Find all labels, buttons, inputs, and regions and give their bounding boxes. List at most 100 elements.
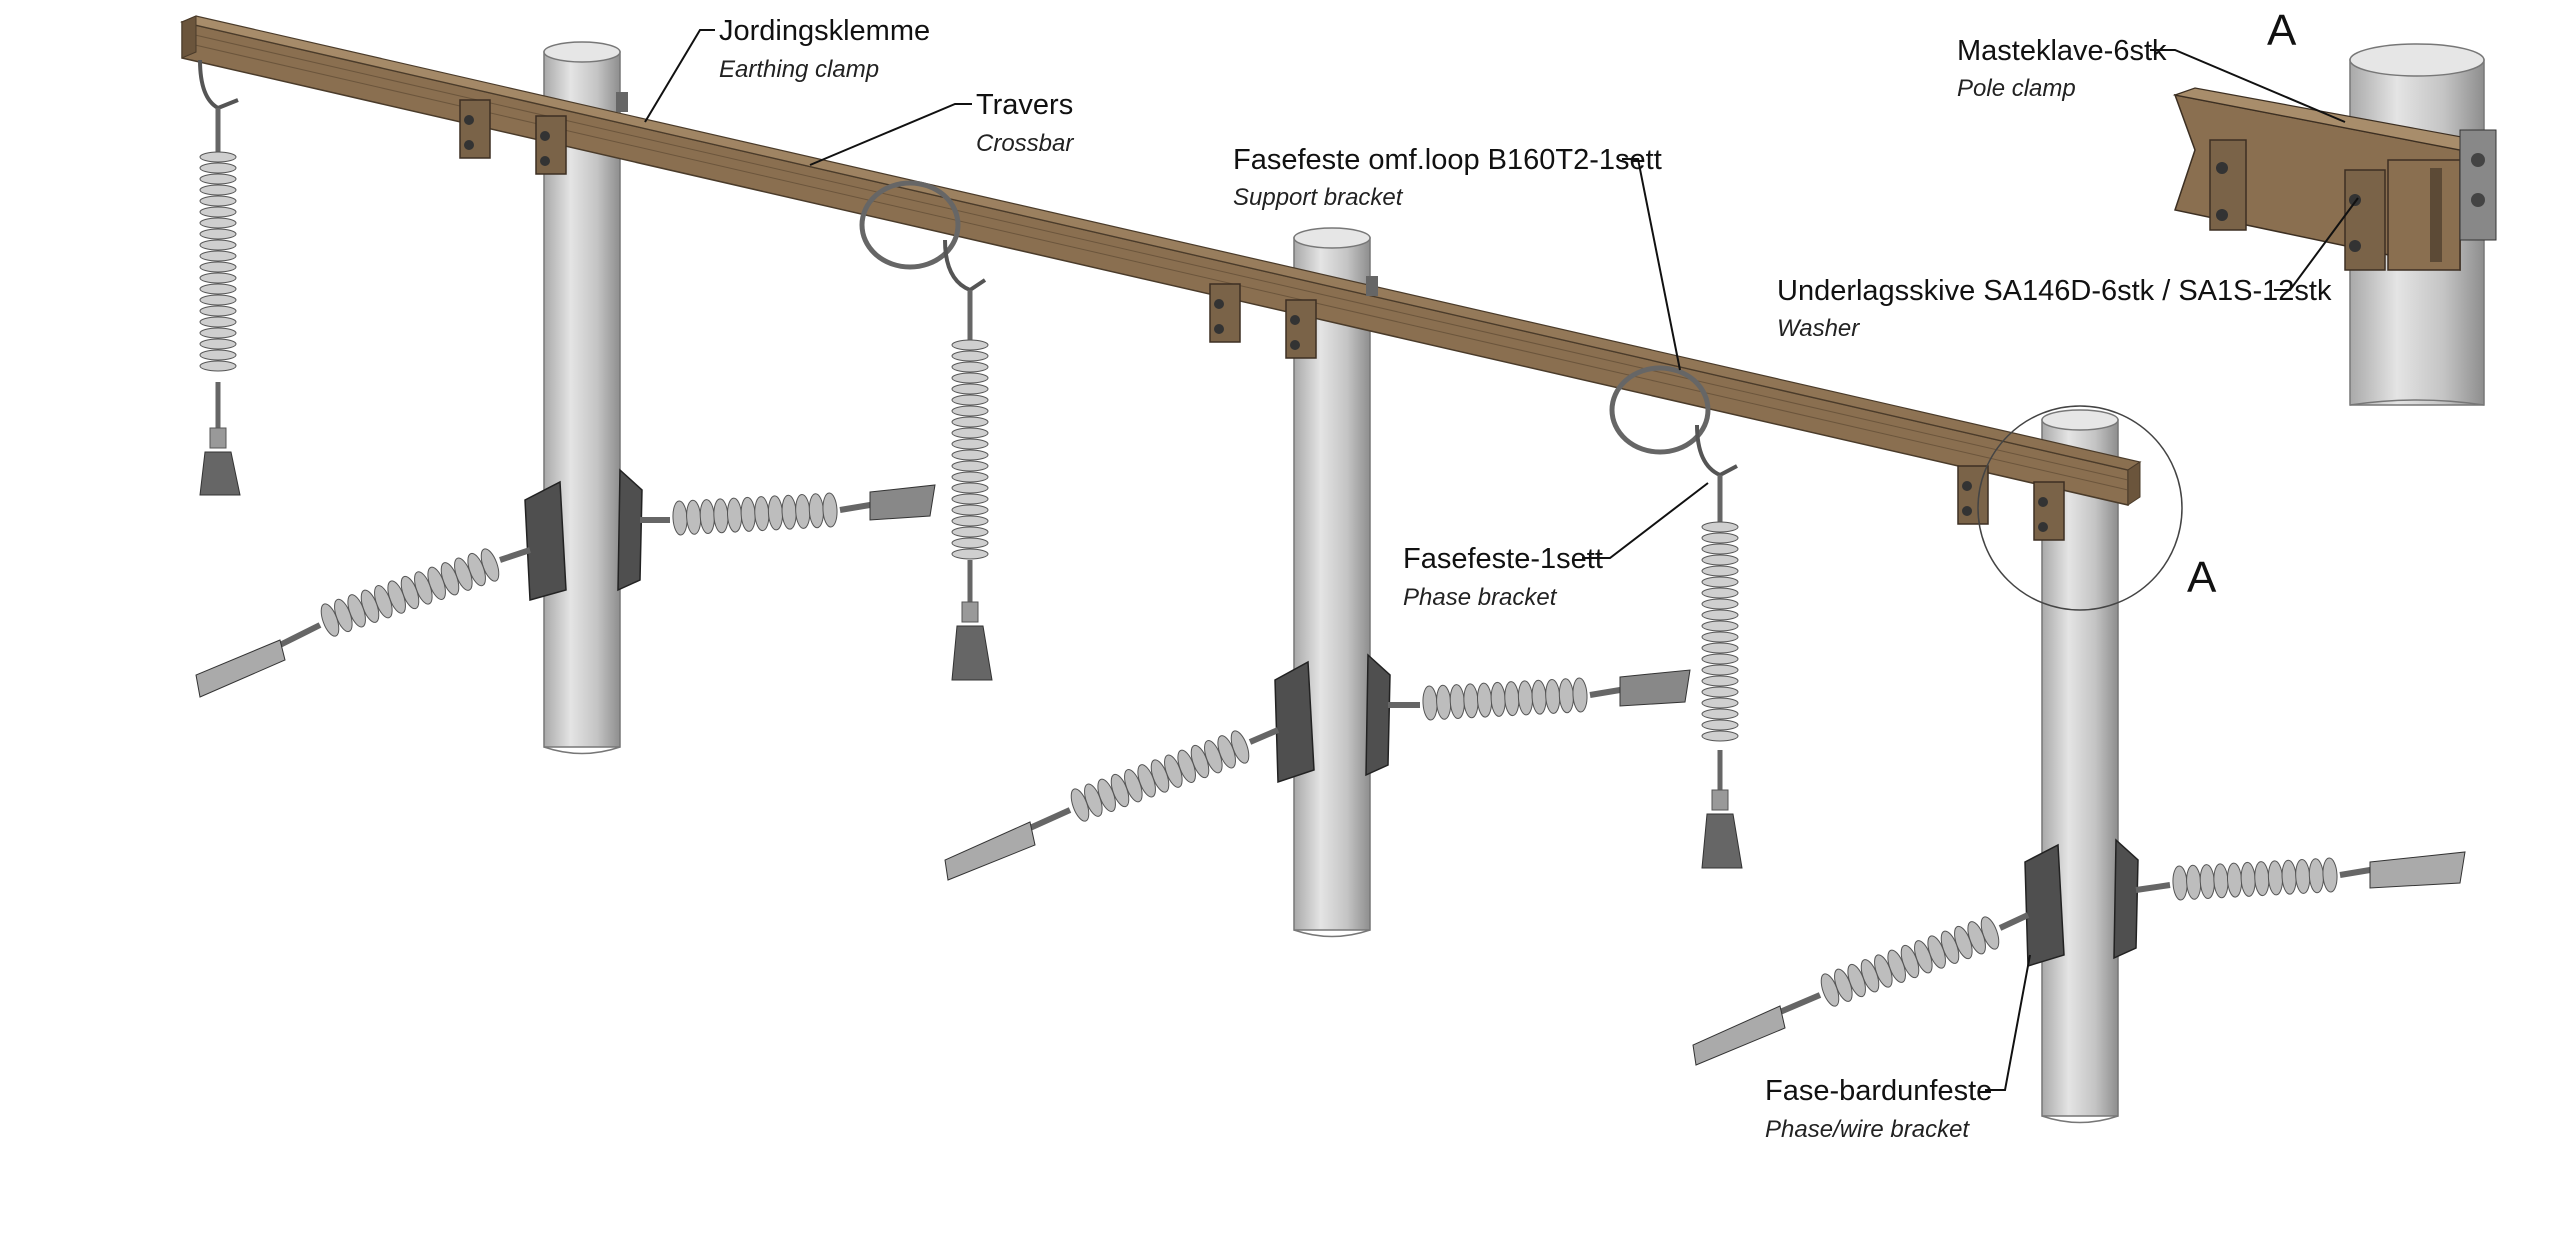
insulator-disc — [1572, 677, 1588, 713]
insulator-disc — [1701, 675, 1739, 687]
insulator-disc — [951, 515, 989, 527]
svg-text:Pole clamp: Pole clamp — [1957, 75, 2076, 102]
strain-insulator-2a — [1388, 669, 1691, 721]
insulator-disc — [1070, 788, 1090, 822]
insulator-disc — [199, 162, 237, 174]
insulator-disc — [740, 496, 756, 532]
insulator-disc — [1422, 685, 1438, 721]
insulator-disc — [320, 603, 340, 637]
insulator-disc — [1701, 719, 1739, 731]
insulator-disc — [1701, 554, 1739, 566]
insulator-disc — [199, 338, 237, 350]
suspension-insulator-3 — [1695, 424, 1743, 869]
insulator-disc — [199, 305, 237, 317]
insulator-disc — [672, 500, 688, 536]
insulator-disc — [951, 449, 989, 461]
strain-insulator-1a — [640, 484, 936, 536]
support-bracket-loop-1 — [859, 180, 961, 270]
insulator-disc — [2213, 863, 2229, 899]
insulator-disc — [199, 360, 237, 372]
detail-marker-letter: A — [2187, 553, 2217, 602]
insulator-disc — [2172, 865, 2188, 901]
insulator-disc — [1701, 543, 1739, 555]
crossbar-beam — [180, 15, 2142, 506]
insulator-disc — [951, 438, 989, 450]
insulator-disc — [951, 482, 989, 494]
insulator-disc — [713, 498, 729, 534]
insulator-disc — [199, 250, 237, 262]
svg-text:Jordingsklemme: Jordingsklemme — [719, 15, 930, 47]
svg-text:Fasefeste-1sett: Fasefeste-1sett — [1403, 543, 1603, 575]
insulator-disc — [1701, 598, 1739, 610]
insulator-disc — [1701, 521, 1739, 533]
svg-text:Support bracket: Support bracket — [1233, 184, 1404, 211]
svg-text:Travers: Travers — [976, 89, 1073, 121]
insulator-disc — [1701, 609, 1739, 621]
strain-insulator-3a — [2135, 851, 2466, 901]
insulator-disc — [1517, 680, 1534, 716]
insulator-disc — [1701, 532, 1739, 544]
insulator-disc — [2295, 858, 2311, 894]
svg-text:Phase bracket: Phase bracket — [1403, 584, 1558, 611]
svg-text:Underlagsskive SA146D-6stk / S: Underlagsskive SA146D-6stk / SA1S-12stk — [1777, 275, 2332, 307]
svg-text:Phase/wire bracket: Phase/wire bracket — [1765, 1116, 1970, 1143]
strain-insulator-1b — [195, 547, 531, 698]
insulator-disc — [199, 261, 237, 273]
insulator-disc — [2240, 861, 2256, 897]
insulator-disc — [822, 492, 838, 528]
insulator-disc — [1490, 681, 1506, 717]
insulator-disc — [767, 495, 784, 531]
pole-clamp-3 — [1957, 465, 2065, 541]
label-phase-wire-bracket: Fase-bardunfeste Phase/wire bracket — [1765, 1075, 1992, 1143]
insulator-disc — [951, 427, 989, 439]
label-phase-bracket: Fasefeste-1sett Phase bracket — [1403, 543, 1603, 611]
insulator-disc — [2254, 861, 2270, 897]
insulator-disc — [951, 350, 989, 362]
insulator-disc — [2281, 859, 2297, 895]
insulator-disc — [199, 173, 237, 185]
insulator-disc — [199, 349, 237, 361]
detail-inset-a — [2172, 43, 2497, 406]
svg-text:Fasefeste omf.loop B160T2-1set: Fasefeste omf.loop B160T2-1sett — [1233, 144, 1662, 176]
leader-lines — [644, 29, 2359, 1091]
svg-text:Earthing clamp: Earthing clamp — [719, 56, 879, 83]
label-crossbar: Travers Crossbar — [976, 89, 1074, 157]
support-bracket-loop-2 — [1609, 365, 1711, 455]
phase-wire-bracket-3 — [2024, 838, 2139, 968]
phase-wire-bracket-1 — [524, 468, 643, 601]
insulator-disc — [1701, 708, 1739, 720]
insulator-disc — [1436, 684, 1452, 720]
insulator-disc — [1701, 642, 1739, 654]
svg-text:Masteklave-6stk: Masteklave-6stk — [1957, 35, 2167, 67]
label-pole-clamp: Masteklave-6stk Pole clamp — [1957, 35, 2167, 102]
insulator-disc — [199, 239, 237, 251]
insulator-disc — [2226, 862, 2243, 898]
insulator-disc — [951, 460, 989, 472]
insulator-disc — [951, 416, 989, 428]
insulator-disc — [754, 496, 770, 532]
insulator-disc — [951, 471, 989, 483]
insulator-disc — [951, 548, 989, 560]
insulator-disc — [951, 383, 989, 395]
insulator-disc — [1701, 631, 1739, 643]
insulator-disc — [1701, 620, 1739, 632]
insulator-disc — [199, 316, 237, 328]
insulator-disc — [808, 493, 824, 529]
insulator-disc — [199, 206, 237, 218]
insulator-disc — [951, 405, 989, 417]
insulator-disc — [1701, 686, 1739, 698]
insulator-disc — [781, 494, 797, 530]
insulator-disc — [2322, 857, 2338, 893]
insulator-disc — [199, 184, 237, 196]
insulator-disc — [1701, 565, 1739, 577]
insulator-disc — [951, 361, 989, 373]
detail-marker-circle — [1977, 405, 2183, 611]
pole-clamp-1 — [459, 99, 567, 175]
insulator-disc — [2267, 860, 2284, 896]
insulator-disc — [951, 526, 989, 538]
insulator-disc — [726, 497, 743, 533]
insulator-disc — [951, 372, 989, 384]
insulator-disc — [199, 217, 237, 229]
insulator-disc — [2199, 864, 2215, 900]
